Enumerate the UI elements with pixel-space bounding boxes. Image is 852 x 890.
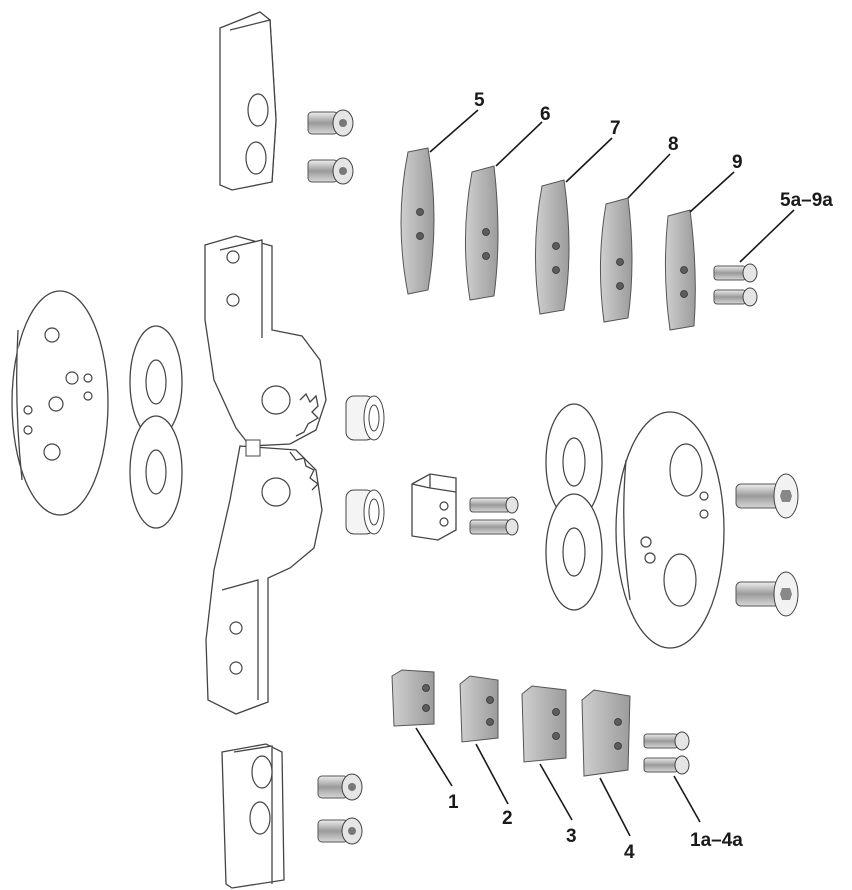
leader-7 (565, 137, 613, 183)
leader-8 (627, 153, 671, 199)
jaw-insert-9 (664, 209, 696, 331)
label-7: 7 (610, 118, 621, 139)
top-mounting-block (219, 11, 277, 191)
label-5: 5 (474, 90, 485, 111)
center-block (411, 473, 457, 541)
top-screw-upper (307, 109, 354, 137)
left-oval-plate (11, 290, 109, 516)
label-1: 1 (448, 792, 459, 813)
right-oval-plate (615, 411, 725, 649)
center-screw-upper (469, 496, 519, 514)
label-1a-4a: 1a–4a (690, 830, 743, 851)
jaw-insert-5 (400, 147, 435, 295)
leader-4 (599, 777, 631, 837)
leader-1 (415, 727, 453, 787)
center-screw-lower (469, 518, 519, 536)
bottom-mounting-block (221, 743, 285, 889)
jaw-insert-3 (521, 685, 567, 763)
bottom-screw-lower (317, 817, 363, 845)
label-4: 4 (624, 842, 635, 863)
jaw-insert-1 (391, 669, 435, 727)
right-washer-lower (545, 493, 603, 611)
bottom-screw-upper (317, 773, 363, 801)
label-2: 2 (502, 808, 513, 829)
leader-3 (539, 763, 573, 821)
upper-gear-arm (204, 235, 327, 447)
leader-5 (429, 109, 479, 153)
leader-2 (475, 743, 509, 805)
leader-5a-9a (739, 209, 795, 263)
large-screw-upper (735, 473, 799, 519)
small-screw-1a-4a-upper (643, 731, 690, 751)
label-8: 8 (668, 134, 679, 155)
label-3: 3 (566, 826, 577, 847)
small-screw-1a-4a-lower (643, 755, 690, 775)
lower-gear-arm (205, 439, 323, 715)
jaw-insert-8 (599, 197, 633, 323)
jaw-insert-4 (581, 689, 631, 777)
leader-6 (495, 121, 543, 167)
bushing-lower (345, 489, 385, 535)
jaw-insert-6 (464, 165, 499, 301)
label-6: 6 (540, 104, 551, 125)
leader-1a-4a (673, 775, 701, 823)
leader-9 (689, 171, 735, 213)
left-washer-upper (129, 325, 183, 439)
jaw-insert-7 (534, 179, 570, 315)
small-screw-5a-9a-lower (713, 287, 758, 307)
jaw-insert-2 (459, 675, 499, 743)
small-screw-5a-9a-upper (713, 263, 758, 283)
bushing-upper (345, 395, 385, 441)
large-screw-lower (735, 571, 799, 617)
left-washer-lower (129, 415, 183, 529)
label-9: 9 (732, 152, 743, 173)
top-screw-lower (307, 157, 354, 185)
label-5a-9a: 5a–9a (780, 190, 833, 211)
